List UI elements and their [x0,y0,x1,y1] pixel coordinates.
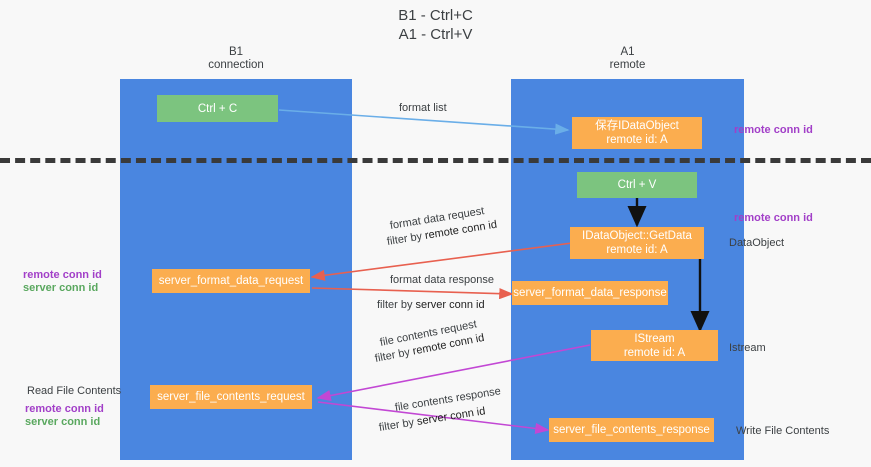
side-label-left-remote-conn-id-bottom: remote conn id [25,403,104,415]
node-server-format-data-response-label: server_format_data_response [513,287,667,299]
column-header-b1-line-1: B1 [228,46,244,58]
side-label-istream: Istream [729,342,766,354]
side-label-write-file-contents: Write File Contents [736,425,830,437]
node-ctrl-v-label: Ctrl + V [617,179,657,191]
node-ctrl-v[interactable]: Ctrl + V [577,172,697,198]
page-title-line-1: B1 - Ctrl+C [398,7,473,24]
node-idataobject-getdata-line-1: IDataObject::GetData [582,230,692,242]
side-label-left-server-conn-id-mid: server conn id [23,282,99,294]
node-server-file-contents-response-label: server_file_contents_response [553,424,710,436]
column-header-b1: B1 connection [120,46,352,72]
column-header-a1-line-2: remote [609,59,646,71]
node-istream-line-2: remote id: A [623,346,686,359]
node-istream[interactable]: IStream remote id: A [591,330,718,361]
node-server-format-data-response[interactable]: server_format_data_response [512,281,668,305]
node-save-dataobject-line-2: remote id: A [606,134,668,146]
side-label-left-remote-conn-id-mid: remote conn id [23,269,102,281]
side-label-remote-conn-id-top: remote conn id [734,124,813,136]
side-label-remote-conn-id-mid: remote conn id [734,212,813,224]
node-server-format-data-request-label: server_format_data_request [158,275,304,287]
node-server-file-contents-request[interactable]: server_file_contents_request [150,385,312,409]
node-server-file-contents-request-label: server_file_contents_request [157,391,305,403]
column-header-a1-line-1: A1 [620,46,635,58]
node-idataobject-getdata-line-2: remote id: A [606,244,668,256]
edge-label-format-data-response-filter: filter by server conn id [377,298,485,312]
column-header-b1-line-2: connection [208,59,264,71]
page-title-line-2: A1 - Ctrl+V [398,26,473,43]
side-label-read-file-contents: Read File Contents [27,385,122,397]
node-save-dataobject-line-1: 保存IDataObject [595,120,679,132]
node-server-format-data-request[interactable]: server_format_data_request [152,269,310,293]
node-server-file-contents-response[interactable]: server_file_contents_response [549,418,714,442]
filter-prefix-2: filter by [377,299,416,311]
section-divider [0,158,871,163]
filter-prefix-4: filter by [378,416,418,434]
filter-prefix-3: filter by [373,345,414,365]
edge-label-format-data-response: format data response [390,274,494,286]
node-save-dataobject[interactable]: 保存IDataObject remote id: A [572,117,702,149]
side-label-left-server-conn-id-bottom: server conn id [25,416,101,428]
node-ctrl-c-label: Ctrl + C [197,102,238,115]
node-idataobject-getdata[interactable]: IDataObject::GetData remote id: A [570,227,704,259]
node-istream-line-1: IStream [634,332,675,345]
page-title: B1 - Ctrl+C A1 - Ctrl+V [0,6,871,44]
side-label-dataobject: DataObject [729,237,785,249]
filter-key-server-conn-id-1: server conn id [415,299,485,311]
column-header-a1: A1 remote [511,46,744,72]
edge-label-format-list: format list [399,102,447,114]
node-ctrl-c[interactable]: Ctrl + C [157,95,278,122]
